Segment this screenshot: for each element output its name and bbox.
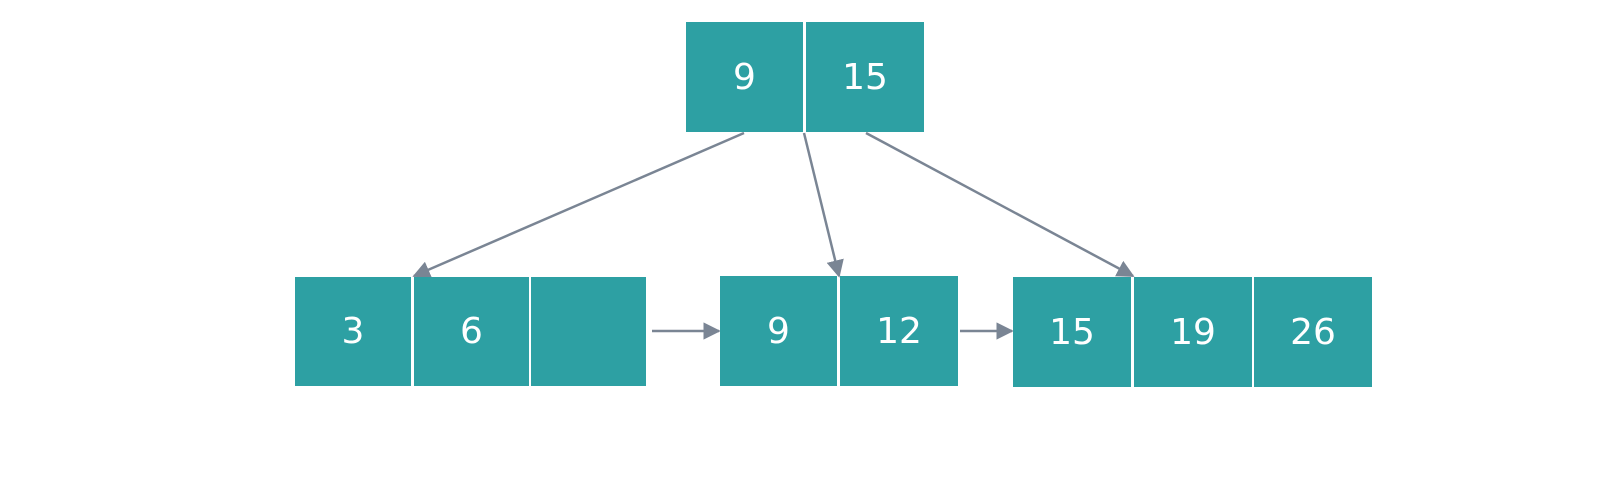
leaf-key-cell-empty <box>531 277 646 386</box>
leaf-key-cell: 9 <box>720 276 837 386</box>
leaf-key-cell: 12 <box>840 276 958 386</box>
leaf-key-cell: 6 <box>414 277 529 386</box>
root-key-cell: 9 <box>686 22 803 132</box>
leaf-key-cell: 19 <box>1134 277 1252 387</box>
child-pointer-2 <box>865 131 1135 278</box>
leaf-key-cell: 26 <box>1254 277 1372 387</box>
child-pointer-0 <box>412 131 745 278</box>
child-pointer-1 <box>802 132 844 278</box>
root-key-cell: 15 <box>806 22 924 132</box>
leaf-key-cell: 3 <box>295 277 411 386</box>
leaf-key-cell: 15 <box>1013 277 1131 387</box>
